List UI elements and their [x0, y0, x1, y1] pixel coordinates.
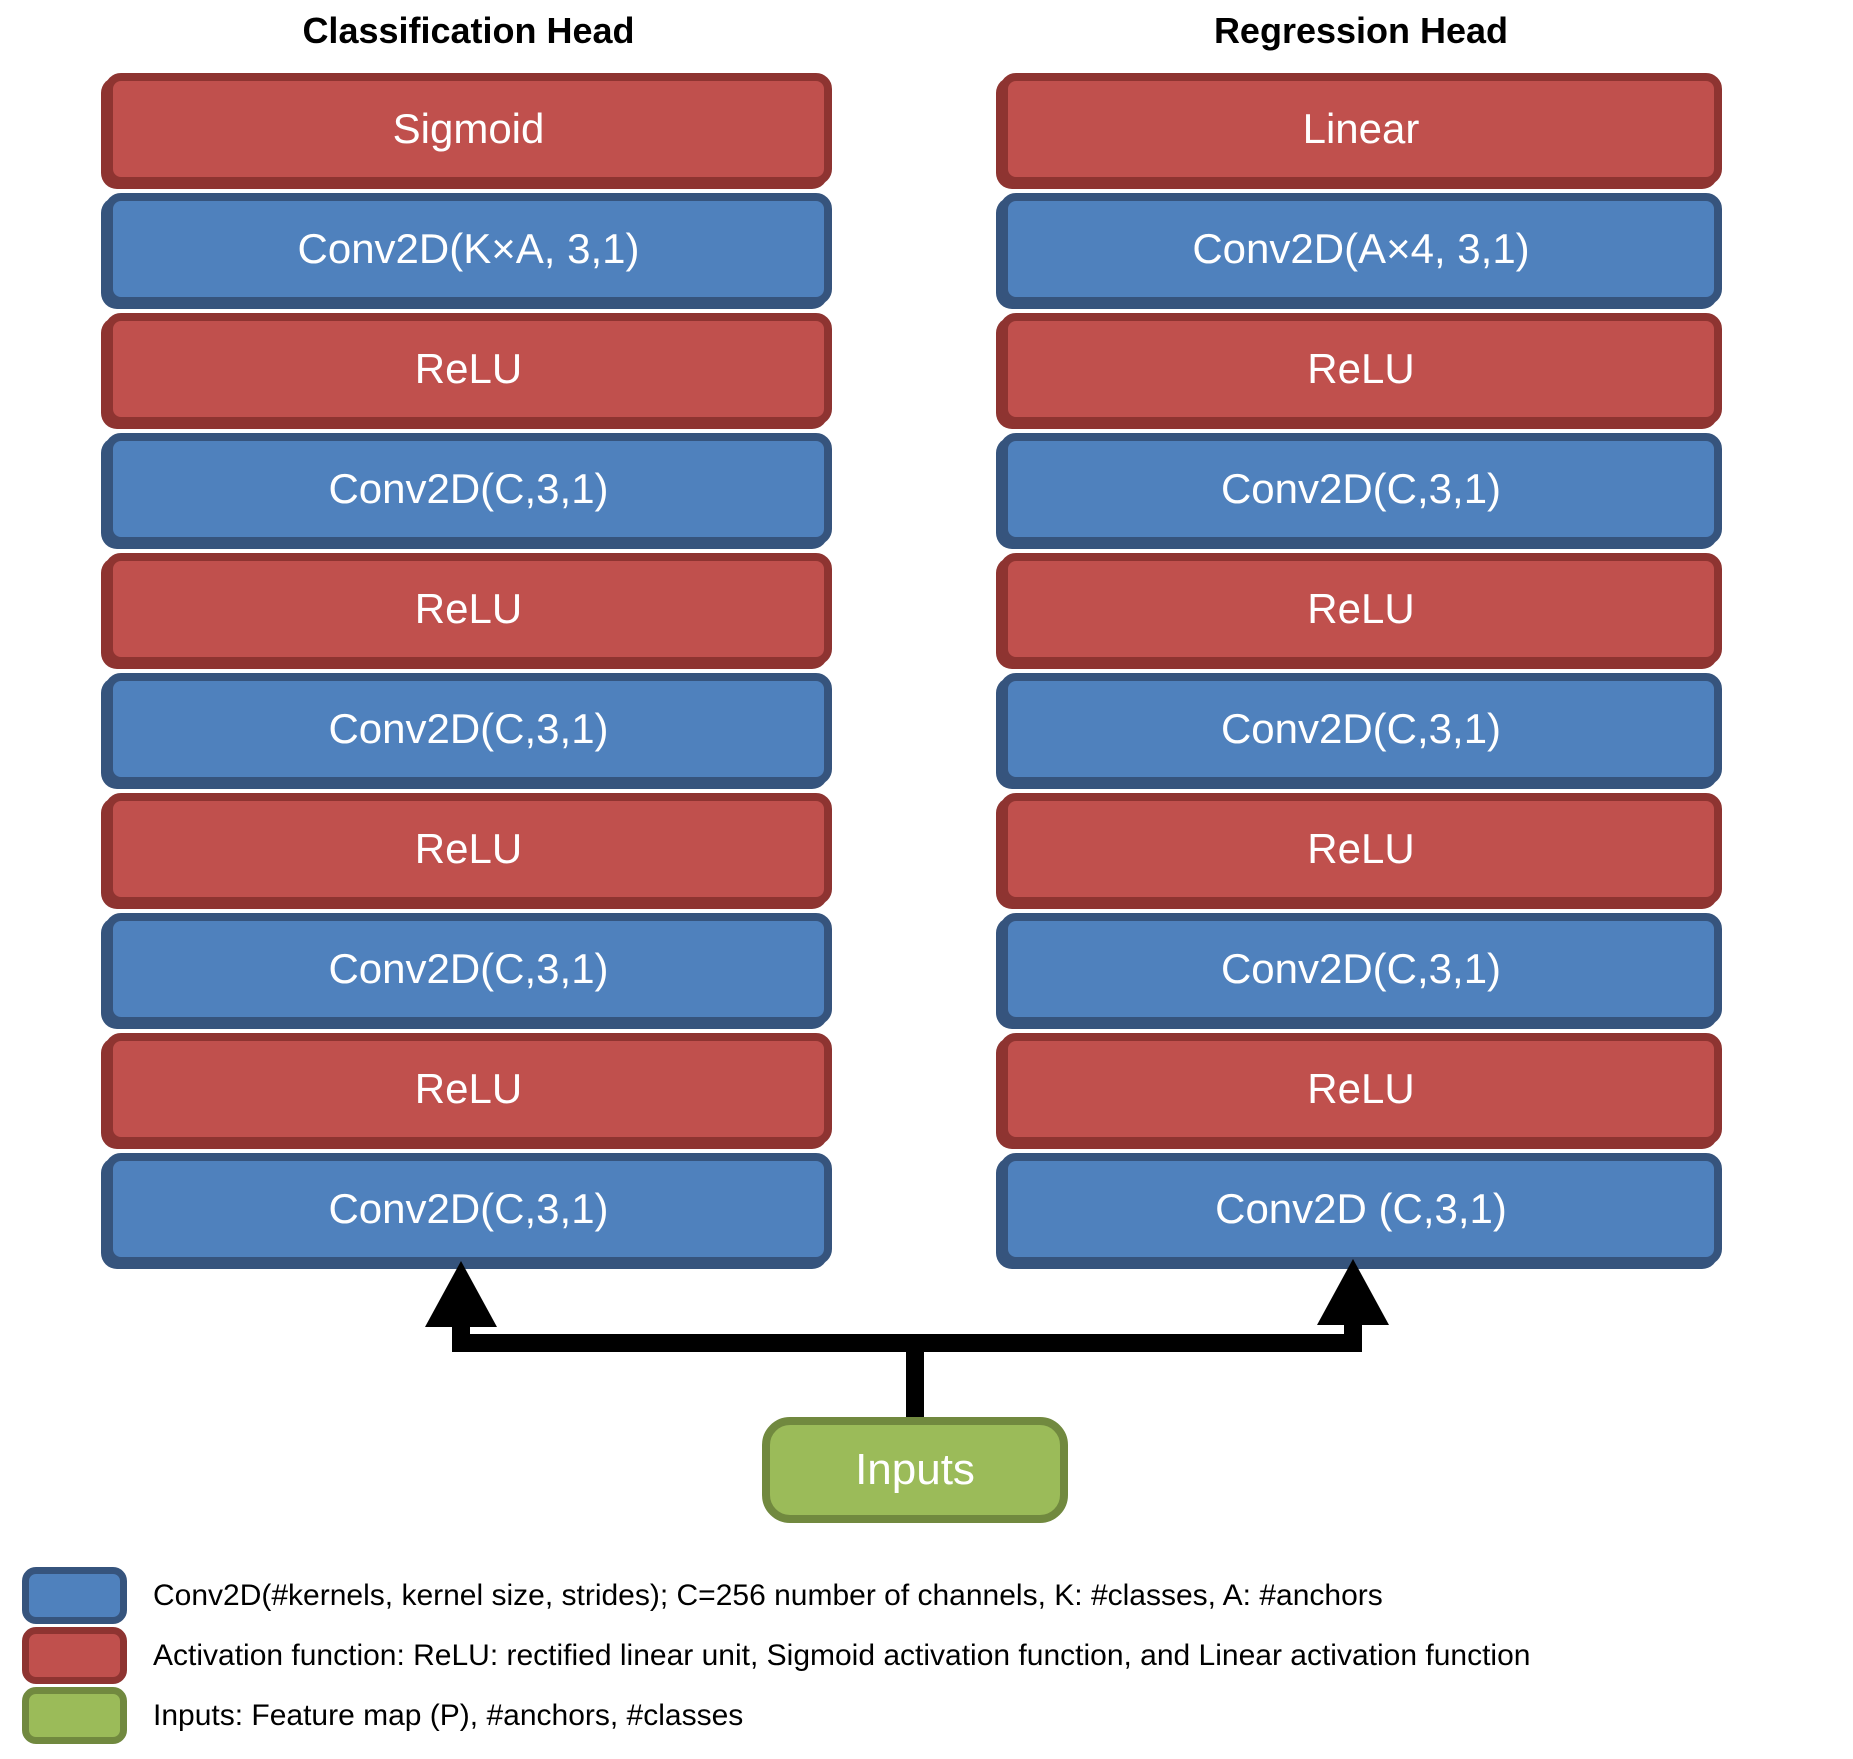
classification-head-title: Classification Head: [302, 10, 635, 51]
activation-layer-box: ReLU: [105, 553, 832, 665]
conv-layer-box: Conv2D(C,3,1): [1000, 673, 1722, 785]
legend-activation-swatch: [22, 1627, 127, 1684]
activation-layer-box: ReLU: [1000, 313, 1722, 425]
legend-inputs-swatch: [22, 1687, 127, 1744]
activation-layer-box: ReLU: [105, 793, 832, 905]
inputs-box-label: Inputs: [855, 1445, 975, 1494]
legend-text: Conv2D(#kernels, kernel size, strides); …: [153, 1579, 1383, 1612]
conv-layer-box: Conv2D (C,3,1): [1000, 1153, 1722, 1265]
legend-row: Conv2D(#kernels, kernel size, strides); …: [22, 1567, 1853, 1624]
activation-layer-box: ReLU: [105, 1033, 832, 1145]
conv-layer-box: Conv2D(C,3,1): [105, 1153, 832, 1265]
connector-inputs-stem: [906, 1350, 924, 1418]
activation-layer-box: Linear: [1000, 73, 1722, 185]
activation-layer-box: ReLU: [105, 313, 832, 425]
conv-layer-box: Conv2D(A×4, 3,1): [1000, 193, 1722, 305]
legend-text: Inputs: Feature map (P), #anchors, #clas…: [153, 1699, 744, 1732]
arrow-up-icon: [1317, 1259, 1389, 1325]
activation-layer-box: ReLU: [1000, 553, 1722, 665]
conv-layer-box: Conv2D(C,3,1): [105, 673, 832, 785]
conv-layer-box: Conv2D(C,3,1): [1000, 433, 1722, 545]
legend-row: Inputs: Feature map (P), #anchors, #clas…: [22, 1687, 1853, 1744]
conv-layer-box: Conv2D(K×A, 3,1): [105, 193, 832, 305]
activation-layer-box: ReLU: [1000, 793, 1722, 905]
conv-layer-box: Conv2D(C,3,1): [105, 433, 832, 545]
inputs-box: Inputs: [762, 1417, 1068, 1523]
regression-head-title: Regression Head: [1213, 10, 1509, 51]
legend-text: Activation function: ReLU: rectified lin…: [153, 1639, 1531, 1672]
connector-horizontal-line: [452, 1334, 1362, 1352]
conv-layer-box: Conv2D(C,3,1): [105, 913, 832, 1025]
legend-row: Activation function: ReLU: rectified lin…: [22, 1627, 1853, 1684]
legend-conv-swatch: [22, 1567, 127, 1624]
conv-layer-box: Conv2D(C,3,1): [1000, 913, 1722, 1025]
arrow-up-icon: [425, 1261, 497, 1327]
activation-layer-box: Sigmoid: [105, 73, 832, 185]
activation-layer-box: ReLU: [1000, 1033, 1722, 1145]
